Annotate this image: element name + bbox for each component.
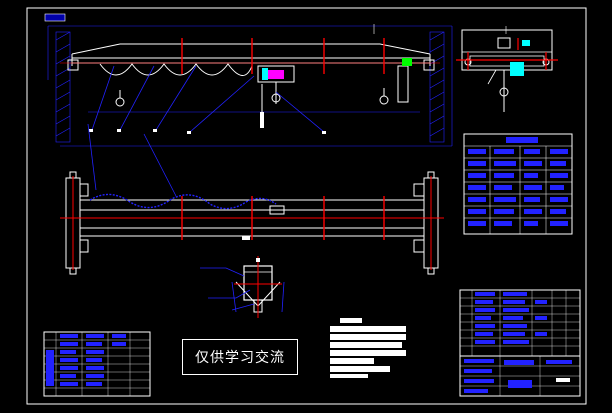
technical-requirements-table	[43, 331, 151, 397]
right-wall-hatch	[429, 31, 445, 143]
technical-notes-block	[330, 318, 406, 378]
watermark-notice-text: 仅供学习交流	[195, 350, 285, 366]
plan-leader-lines	[87, 123, 177, 197]
front-elevation-view	[47, 24, 453, 147]
girder-section-detail	[200, 256, 285, 318]
front-leader-lines	[91, 65, 325, 133]
left-wall-hatch	[55, 31, 71, 143]
front-balloon-markers	[89, 129, 326, 134]
parameter-table	[463, 133, 573, 235]
plan-festoon-cable	[89, 193, 277, 210]
right-end-carriage	[413, 171, 439, 275]
left-end-carriage	[65, 171, 89, 275]
main-girder	[67, 43, 435, 71]
front-dimension-lines	[47, 25, 453, 147]
plan-view	[60, 123, 444, 275]
plan-centerlines	[60, 176, 444, 270]
drawing-frame	[26, 7, 587, 405]
parts-list-table	[459, 289, 581, 397]
front-hanging-markers	[115, 24, 412, 107]
side-elevation-view	[456, 26, 558, 112]
hoist-trolley	[257, 65, 295, 128]
front-festoon-cable	[99, 63, 253, 76]
front-girder-stiffener-marks	[60, 38, 440, 74]
watermark-notice-box: 仅供学习交流	[182, 339, 298, 375]
